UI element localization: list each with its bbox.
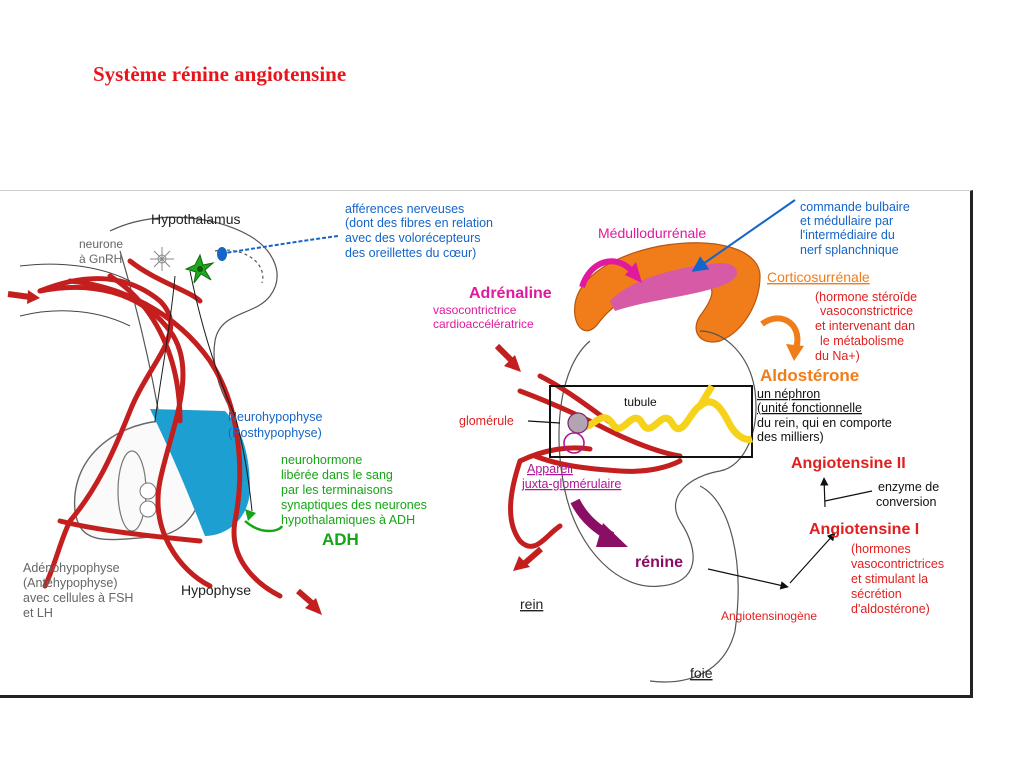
label-neurohypophyse: Neurohypophyse (Posthypophyse) <box>228 410 326 440</box>
label-adrenaline: Adrénaline <box>469 285 552 302</box>
label-cortico: Corticosurrénale <box>767 269 870 285</box>
label-cortico-desc: (hormone stéroïde vasoconstrictrice et i… <box>815 290 921 363</box>
label-glomerule: glomérule <box>459 414 514 428</box>
diagram-canvas: Hypothalamus neurone à GnRH afférences n… <box>7 199 948 683</box>
blue-command-arrow <box>691 199 796 272</box>
blood-vessels-right <box>508 373 683 549</box>
label-angiotensine-1: Angiotensine I <box>809 521 919 538</box>
adh-release-arrow <box>244 509 284 533</box>
afferent-nerve-line <box>217 235 339 261</box>
text-labels: Hypothalamus neurone à GnRH afférences n… <box>23 200 948 681</box>
neuron-gnrh-icon <box>150 247 174 271</box>
label-afferences: afférences nerveuses (dont des fibres en… <box>345 202 497 260</box>
juxtaglomerular-circle <box>563 432 585 454</box>
nerve-fibers <box>154 270 253 512</box>
label-appareil: Appareil juxta-glomérulaire <box>521 462 621 491</box>
slide-title: Système rénine angiotensine <box>93 62 347 86</box>
curved-arrow-icon <box>579 258 642 289</box>
label-tubule: tubule <box>624 395 657 409</box>
curved-arrow-icon <box>760 315 804 361</box>
label-angiotensine-2: Angiotensine II <box>791 455 906 472</box>
star-neuron-icon <box>184 253 215 284</box>
label-hypophyse: Hypophyse <box>181 582 251 598</box>
label-commande: commande bulbaire et médullaire par l'in… <box>800 200 913 257</box>
label-renine: rénine <box>635 554 683 571</box>
adrenal-gland <box>574 242 761 343</box>
label-hormones-desc: (hormones vasocontrictrices et stimulant… <box>851 542 948 616</box>
red-arrow-icon <box>494 343 521 372</box>
label-aldosterone: Aldostérone <box>760 366 859 385</box>
vessel-outline <box>19 263 131 327</box>
red-arrow-icon <box>513 546 543 571</box>
nephron-box <box>549 385 753 458</box>
label-foie: foie <box>690 665 713 681</box>
label-neurone-gnrh: neurone à GnRH <box>79 237 126 266</box>
renin-angiotensin-figure: Hypothalamus neurone à GnRH afférences n… <box>0 190 973 698</box>
red-arrow-icon <box>7 290 40 304</box>
nephron-tubule <box>567 384 753 443</box>
label-adenohypophyse: Adénohypophyse (Antéhypophyse) avec cell… <box>23 561 137 620</box>
posterior-pituitary <box>150 409 250 536</box>
label-adh: ADH <box>322 530 359 549</box>
label-angiotensinogene: Angiotensinogène <box>721 609 817 623</box>
kidney <box>558 330 757 683</box>
red-arrow-icon <box>296 588 322 615</box>
label-neurohormone: neurohormone libérée dans le sang par le… <box>281 453 430 527</box>
label-hypothalamus: Hypothalamus <box>151 211 241 227</box>
label-rein: rein <box>520 596 543 612</box>
label-adrenaline-desc: vasocontrictrice cardioaccélératrice <box>433 303 534 331</box>
blood-vessels-left <box>37 258 283 599</box>
reaction-arrows <box>527 420 873 590</box>
label-medullo: Médullodurrénale <box>598 225 706 241</box>
renin-arrow <box>570 498 628 547</box>
label-nephron: un néphron (unité fonctionnelle du rein,… <box>757 387 895 444</box>
label-enzyme: enzyme de conversion <box>876 480 943 509</box>
